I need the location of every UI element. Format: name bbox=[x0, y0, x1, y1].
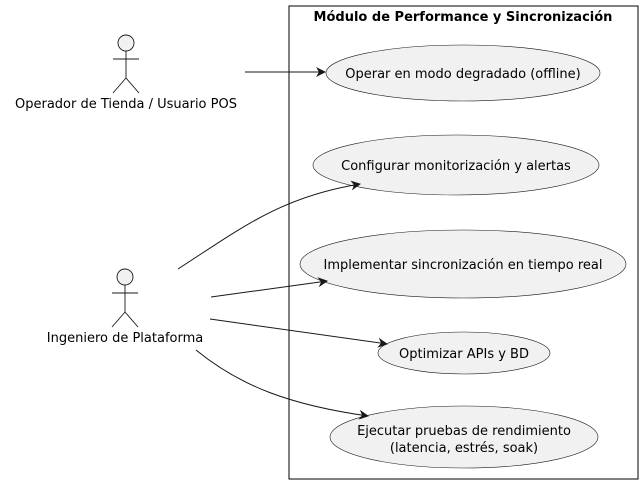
stick-figure-icon bbox=[112, 34, 140, 94]
actor-ingeniero: Ingeniero de Plataforma bbox=[47, 268, 203, 346]
actor-label-ingeniero: Ingeniero de Plataforma bbox=[47, 331, 203, 346]
association-ingeniero-uc4 bbox=[209, 318, 388, 348]
use-case-label: Configurar monitorización y alertas bbox=[341, 159, 571, 174]
use-case-uc4: Optimizar APIs y BD bbox=[377, 331, 551, 375]
system-title: Módulo de Performance y Sincronización bbox=[314, 10, 613, 25]
use-case-label: (latencia, estrés, soak) bbox=[390, 441, 538, 456]
use-case-label: Implementar sincronización en tiempo rea… bbox=[323, 258, 602, 273]
actor-operador: Operador de Tienda / Usuario POS bbox=[15, 34, 237, 112]
associations bbox=[177, 67, 388, 420]
association-ingeniero-uc3 bbox=[210, 277, 328, 298]
association-ingeniero-uc5 bbox=[195, 349, 369, 420]
use-case-label: Operar en modo degradado (offline) bbox=[345, 67, 580, 82]
actor-label-operador: Operador de Tienda / Usuario POS bbox=[15, 97, 237, 112]
use-case-uc5: Ejecutar pruebas de rendimiento (latenci… bbox=[329, 405, 599, 469]
use-case-uc3: Implementar sincronización en tiempo rea… bbox=[299, 229, 627, 299]
use-case-uc1: Operar en modo degradado (offline) bbox=[325, 44, 601, 102]
association-ingeniero-uc2 bbox=[177, 180, 361, 270]
use-case-label: Ejecutar pruebas de rendimiento bbox=[357, 424, 571, 439]
stick-figure-icon bbox=[111, 268, 139, 328]
use-case-label: Optimizar APIs y BD bbox=[399, 347, 529, 362]
system-boundary: Módulo de Performance y Sincronización bbox=[288, 5, 639, 480]
use-case-uc2: Configurar monitorización y alertas bbox=[312, 134, 600, 196]
